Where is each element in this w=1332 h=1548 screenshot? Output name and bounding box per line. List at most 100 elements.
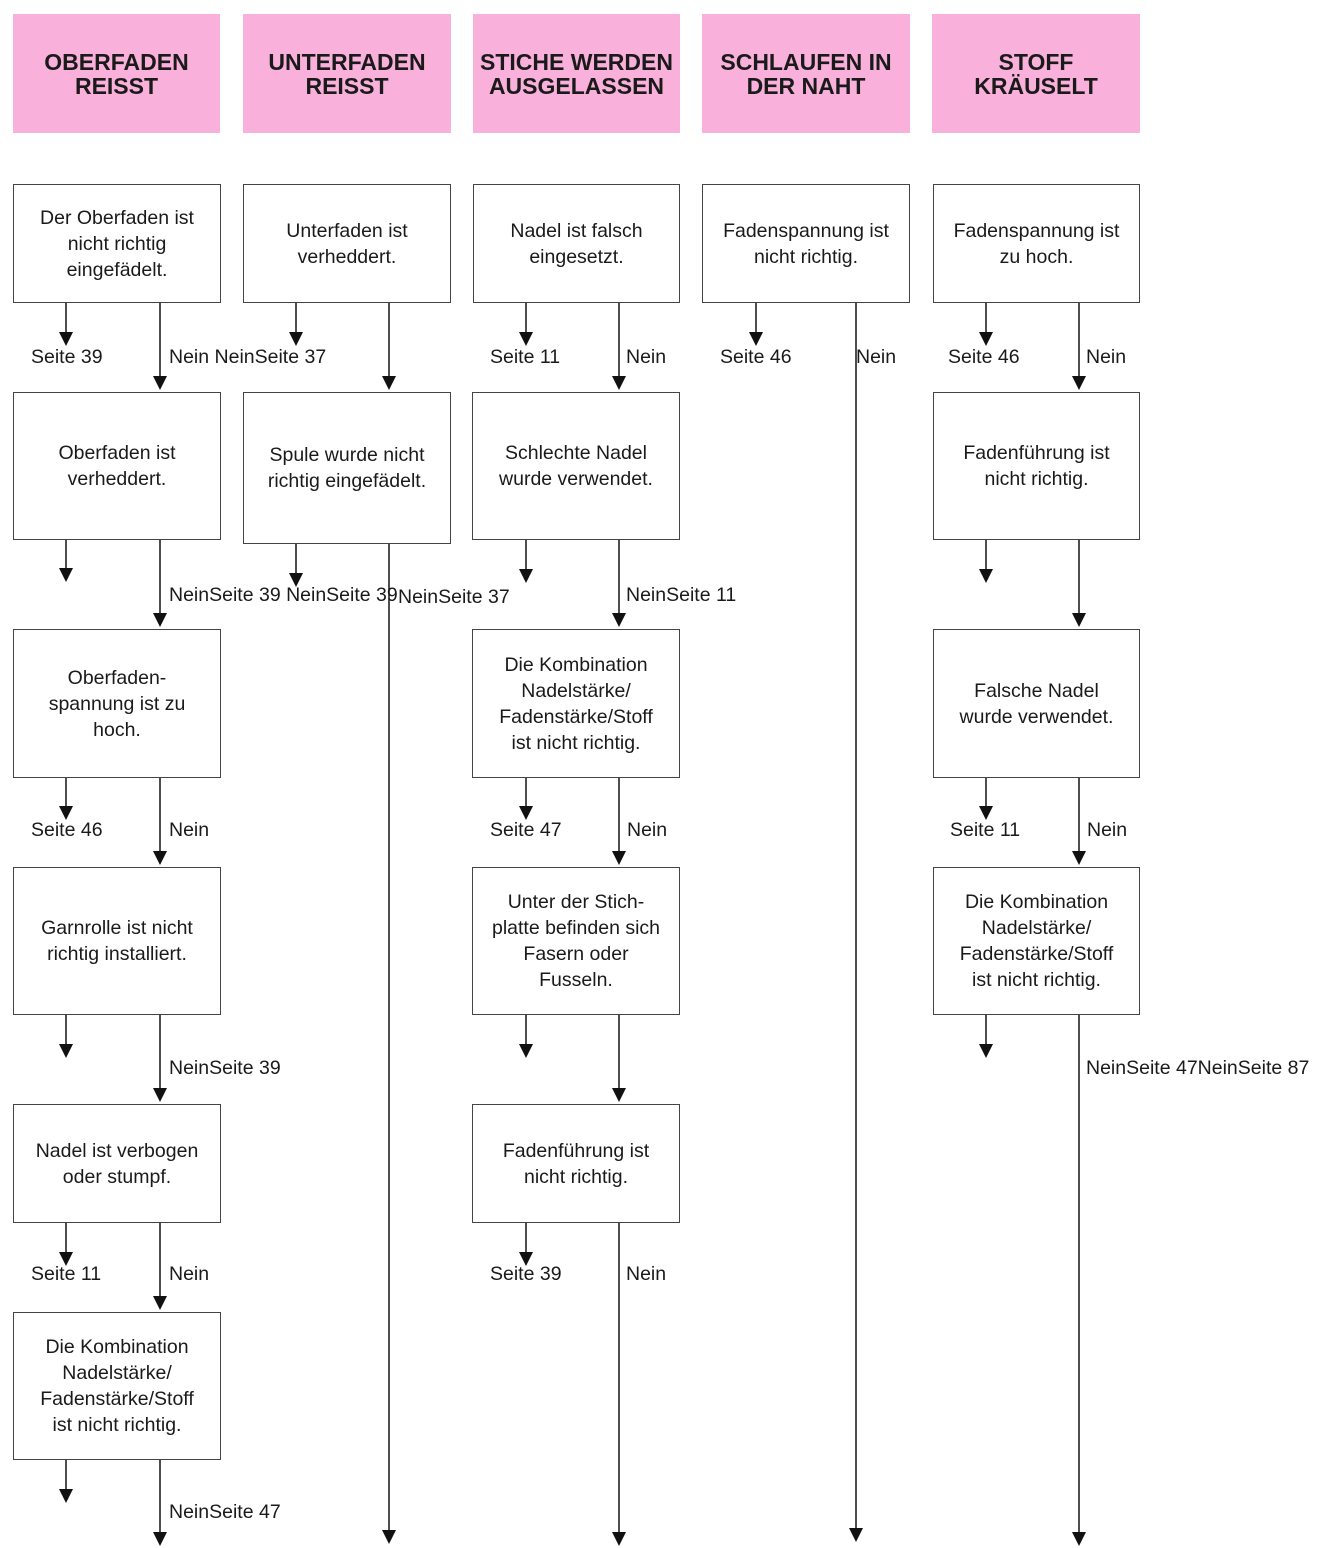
header-schlaufen-naht: SCHLAUFEN IN DER NAHT bbox=[702, 14, 910, 133]
arrow-head-icon bbox=[289, 573, 303, 587]
no-branch-label: Nein bbox=[169, 819, 210, 841]
arrow-head-icon bbox=[979, 806, 993, 820]
header-label: SCHLAUFEN IN DER NAHT bbox=[720, 48, 892, 99]
arrow-head-icon bbox=[1072, 851, 1086, 865]
arrow-head-icon bbox=[153, 1532, 167, 1546]
arrow-head-icon bbox=[153, 1296, 167, 1310]
arrow-head-icon bbox=[519, 806, 533, 820]
arrow-head-icon bbox=[1072, 613, 1086, 627]
cause-text: Fadenführung ist nicht richtig. bbox=[502, 1139, 650, 1188]
arrow-head-icon bbox=[59, 1252, 73, 1266]
cause-box: Die Kombination Nadelstärke/ Fadenstärke… bbox=[472, 629, 680, 778]
page-ref-label: Seite 11 bbox=[490, 346, 561, 368]
page-ref-label: Seite 39 bbox=[31, 346, 103, 368]
header-label: UNTERFADEN REISST bbox=[268, 48, 426, 99]
arrow-head-icon bbox=[849, 1528, 863, 1542]
cause-text: Oberfaden- spannung ist zu hoch. bbox=[48, 666, 186, 741]
cause-box: Falsche Nadel wurde verwendet. bbox=[933, 629, 1140, 778]
arrow-head-icon bbox=[519, 1252, 533, 1266]
cause-box: Oberfaden- spannung ist zu hoch. bbox=[13, 629, 221, 778]
cause-box: Oberfaden ist verheddert. bbox=[13, 392, 221, 540]
cause-text: Garnrolle ist nicht richtig installiert. bbox=[41, 917, 193, 965]
arrow-head-icon bbox=[612, 613, 626, 627]
arrow-head-icon bbox=[59, 1044, 73, 1058]
arrow-head-icon bbox=[612, 376, 626, 390]
header-stoff-kraeuselt: STOFF KRÄUSELT bbox=[932, 14, 1140, 133]
no-branch-label: Nein bbox=[1086, 346, 1127, 368]
arrow-head-icon bbox=[519, 332, 533, 346]
cause-text: Fadenführung ist nicht richtig. bbox=[963, 442, 1110, 490]
no-branch-label: NeinSeite 11 bbox=[626, 584, 737, 606]
cause-text: Nadel ist verbogen oder stumpf. bbox=[35, 1139, 199, 1188]
header-label: STICHE WERDEN AUSGELASSEN bbox=[480, 48, 673, 99]
cause-box: Fadenführung ist nicht richtig. bbox=[933, 392, 1140, 540]
no-branch-label: Nein bbox=[1087, 819, 1128, 841]
cause-text: Spule wurde nicht richtig eingefädelt. bbox=[267, 444, 427, 492]
no-branch-label: NeinSeite 39 bbox=[169, 1057, 281, 1079]
header-unterfaden-reisst: UNTERFADEN REISST bbox=[243, 14, 451, 133]
cause-box: Unterfaden ist verheddert. bbox=[243, 184, 451, 303]
no-branch-label: NeinSeite 47 bbox=[169, 1501, 281, 1523]
cause-text: Die Kombination Nadelstärke/ Fadenstärke… bbox=[959, 891, 1114, 991]
arrow-head-icon bbox=[979, 1044, 993, 1058]
cause-box: Die Kombination Nadelstärke/ Fadenstärke… bbox=[13, 1312, 221, 1460]
page-ref-label: Seite 46 bbox=[31, 819, 103, 841]
no-branch-label: Nein bbox=[169, 1263, 210, 1285]
arrow-head-icon bbox=[612, 1532, 626, 1546]
cause-box: Spule wurde nicht richtig eingefädelt. bbox=[243, 392, 451, 544]
no-branch-label: Nein bbox=[627, 819, 668, 841]
no-branch-label: Nein bbox=[856, 346, 897, 368]
arrow-head-icon bbox=[519, 569, 533, 583]
arrow-head-icon bbox=[153, 851, 167, 865]
cause-box: Unter der Stich- platte befinden sich Fa… bbox=[472, 867, 680, 1015]
cause-box: Nadel ist verbogen oder stumpf. bbox=[13, 1104, 221, 1223]
cause-text: Unterfaden ist verheddert. bbox=[286, 219, 408, 268]
arrow-head-icon bbox=[59, 568, 73, 582]
arrow-head-icon bbox=[1072, 376, 1086, 390]
arrow-head-icon bbox=[289, 332, 303, 346]
cause-text: Fadenspannung ist nicht richtig. bbox=[723, 219, 889, 268]
cause-box: Die Kombination Nadelstärke/ Fadenstärke… bbox=[933, 867, 1140, 1015]
arrow-head-icon bbox=[153, 376, 167, 390]
no-branch-label: Nein NeinSeite 37 bbox=[169, 346, 327, 368]
header-label: STOFF KRÄUSELT bbox=[974, 48, 1098, 99]
arrow-head-icon bbox=[153, 613, 167, 627]
cause-box: Der Oberfaden ist nicht richtig eingefäd… bbox=[13, 184, 221, 303]
page-ref-label: Seite 11 bbox=[950, 819, 1021, 841]
arrow-head-icon bbox=[59, 332, 73, 346]
cause-text: Fadenspannung ist zu hoch. bbox=[953, 219, 1120, 268]
arrow-head-icon bbox=[519, 1044, 533, 1058]
cause-text: Die Kombination Nadelstärke/ Fadenstärke… bbox=[40, 1336, 194, 1436]
arrow-head-icon bbox=[382, 376, 396, 390]
header-oberfaden-reisst: OBERFADEN REISST bbox=[13, 14, 220, 133]
arrow-head-icon bbox=[59, 1489, 73, 1503]
header-label: OBERFADEN REISST bbox=[44, 48, 189, 99]
arrow-head-icon bbox=[1072, 1532, 1086, 1546]
page-ref-label: Seite 11 bbox=[31, 1263, 102, 1285]
cause-box: Fadenführung ist nicht richtig. bbox=[472, 1104, 680, 1223]
cause-text: Schlechte Nadel wurde verwendet. bbox=[499, 442, 653, 490]
cause-box: Nadel ist falsch eingesetzt. bbox=[473, 184, 680, 303]
arrow-head-icon bbox=[612, 1088, 626, 1102]
cause-text: Falsche Nadel wurde verwendet. bbox=[959, 679, 1114, 728]
arrow-head-icon bbox=[59, 806, 73, 820]
page-ref-label: Seite 46 bbox=[720, 346, 792, 368]
no-branch-label: NeinSeite 39 NeinSeite 39 bbox=[169, 584, 398, 606]
arrow-head-icon bbox=[749, 332, 763, 346]
arrow-head-icon bbox=[153, 1088, 167, 1102]
page-ref-label: Seite 46 bbox=[948, 346, 1020, 368]
cause-text: Nadel ist falsch eingesetzt. bbox=[510, 219, 643, 268]
no-branch-label: Nein bbox=[626, 346, 667, 368]
cause-text: Der Oberfaden ist nicht richtig eingefäd… bbox=[40, 206, 194, 281]
cause-box: Schlechte Nadel wurde verwendet. bbox=[472, 392, 680, 540]
cause-box: Garnrolle ist nicht richtig installiert. bbox=[13, 867, 221, 1015]
arrow-head-icon bbox=[382, 1530, 396, 1544]
arrow-head-icon bbox=[979, 569, 993, 583]
cause-text: Die Kombination Nadelstärke/ Fadenstärke… bbox=[499, 653, 653, 754]
page-ref-label: Seite 47 bbox=[490, 819, 562, 841]
page-ref-label: Seite 39 bbox=[490, 1263, 562, 1285]
no-branch-label: NeinSeite 37 bbox=[398, 586, 510, 608]
arrow-head-icon bbox=[612, 851, 626, 865]
no-branch-label: Nein bbox=[626, 1263, 667, 1285]
